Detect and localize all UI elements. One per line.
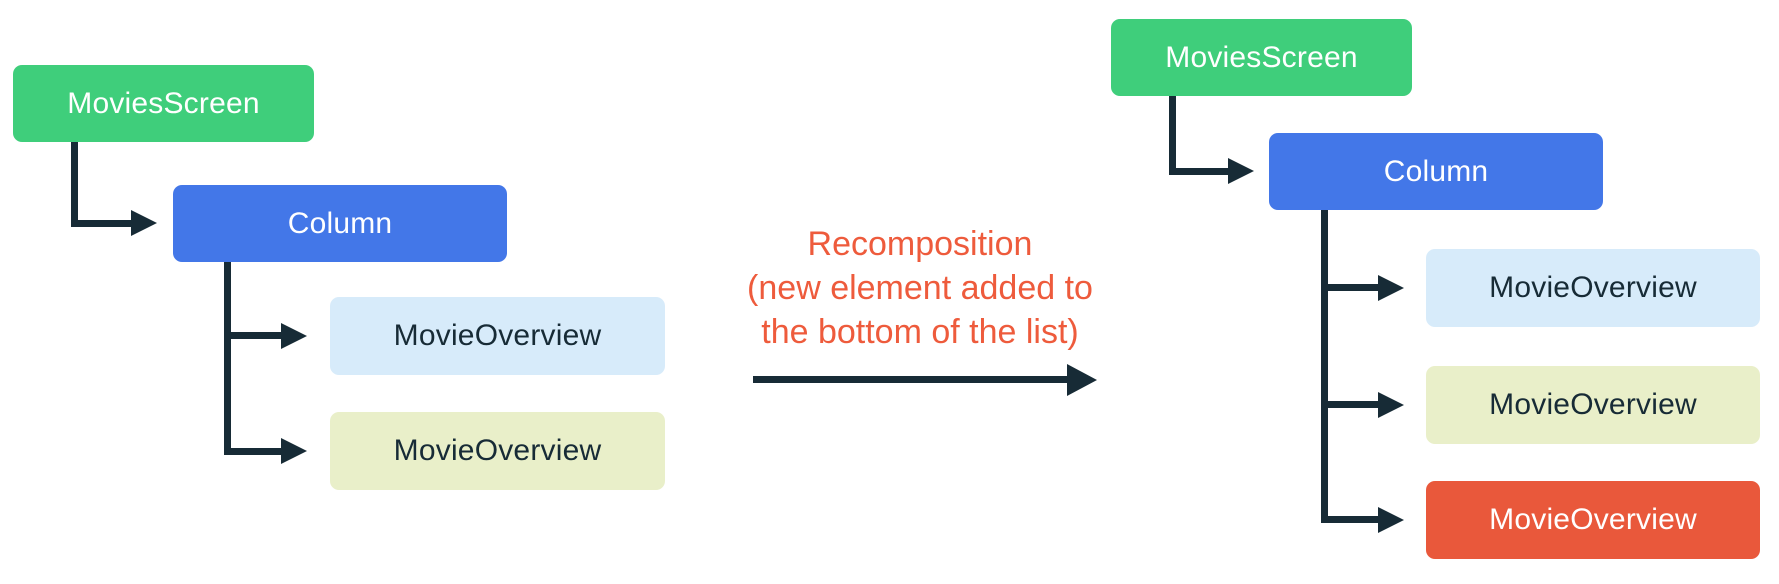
left-child1-horizontal-line — [224, 332, 281, 339]
right-root-elbow-vertical-line — [1169, 96, 1176, 175]
right-column-elbow-vertical-line — [1321, 210, 1328, 523]
left-movieoverview-2-box: MovieOverview — [330, 412, 665, 490]
left-root-arrowhead-icon — [131, 210, 157, 236]
recomposition-annotation: Recomposition (new element added to the … — [640, 222, 1200, 354]
right-child2-horizontal-line — [1321, 401, 1378, 408]
recomposition-arrow-line — [753, 376, 1067, 383]
right-movieoverview-2-box: MovieOverview — [1426, 366, 1760, 444]
left-column-elbow-vertical-line — [224, 262, 231, 455]
right-child2-arrowhead-icon — [1378, 392, 1404, 418]
right-root-arrowhead-icon — [1228, 158, 1254, 184]
left-child1-arrowhead-icon — [281, 323, 307, 349]
right-movieoverview-new-box: MovieOverview — [1426, 481, 1760, 559]
left-child2-horizontal-line — [224, 448, 281, 455]
right-column-box: Column — [1269, 133, 1603, 210]
left-child2-arrowhead-icon — [281, 438, 307, 464]
left-movieoverview-1-box: MovieOverview — [330, 297, 665, 375]
right-child1-horizontal-line — [1321, 284, 1378, 291]
annotation-line-3: the bottom of the list) — [761, 313, 1079, 351]
left-root-elbow-horizontal-line — [71, 220, 131, 227]
recomposition-arrowhead-icon — [1067, 364, 1097, 396]
right-child1-arrowhead-icon — [1378, 275, 1404, 301]
annotation-line-2: (new element added to — [747, 269, 1093, 307]
right-child3-arrowhead-icon — [1378, 507, 1404, 533]
right-root-elbow-horizontal-line — [1169, 168, 1228, 175]
left-column-box: Column — [173, 185, 507, 262]
left-root-moviesscreen-box: MoviesScreen — [13, 65, 314, 142]
left-root-elbow-vertical-line — [71, 142, 78, 227]
annotation-line-1: Recomposition — [807, 225, 1033, 263]
right-movieoverview-1-box: MovieOverview — [1426, 249, 1760, 327]
right-child3-horizontal-line — [1321, 516, 1378, 523]
right-root-moviesscreen-box: MoviesScreen — [1111, 19, 1412, 96]
